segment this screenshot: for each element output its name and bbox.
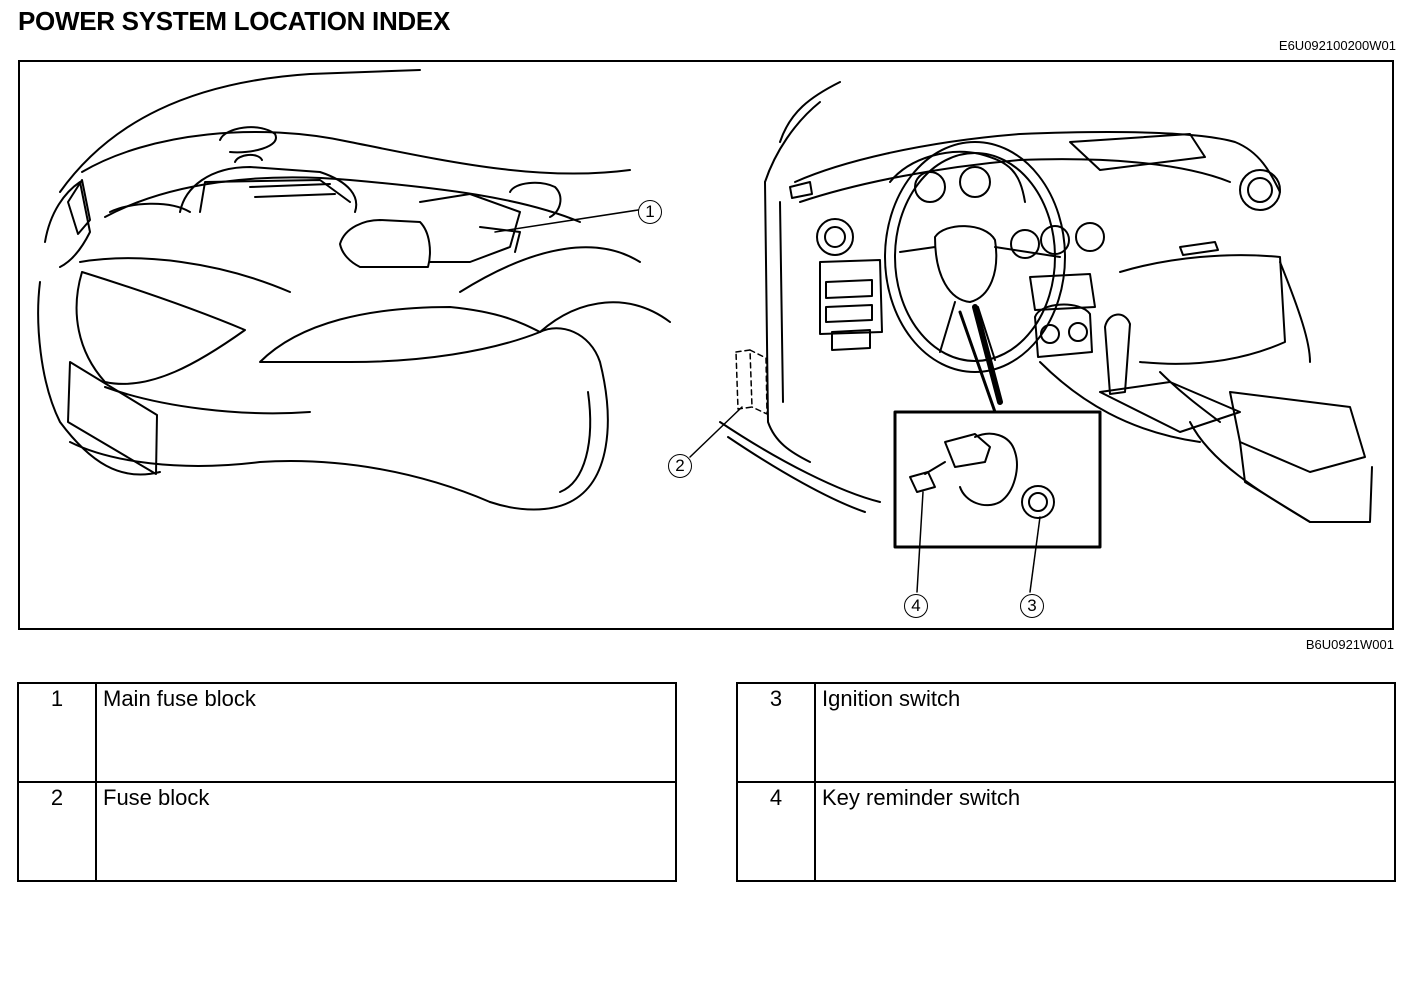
callout-1: 1 (638, 200, 662, 224)
callout-3: 3 (1020, 594, 1044, 618)
engine-bay-drawing (37, 69, 671, 511)
document-code: E6U092100200W01 (1278, 38, 1396, 53)
dashboard-drawing (689, 81, 1373, 593)
legend-name: Key reminder switch (814, 781, 1396, 882)
legend-number: 3 (736, 682, 816, 783)
location-figure: 1 2 3 4 (18, 60, 1394, 630)
table-row: 2 Fuse block (17, 781, 677, 882)
callout-4: 4 (904, 594, 928, 618)
page-title: POWER SYSTEM LOCATION INDEX (18, 6, 450, 36)
legend-table-left: 1 Main fuse block 2 Fuse block (17, 682, 677, 882)
legend-name: Main fuse block (95, 682, 677, 783)
legend-table-right: 3 Ignition switch 4 Key reminder switch (736, 682, 1396, 882)
legend-name: Ignition switch (814, 682, 1396, 783)
table-row: 1 Main fuse block (17, 682, 677, 783)
table-row: 3 Ignition switch (736, 682, 1396, 783)
table-row: 4 Key reminder switch (736, 781, 1396, 882)
line-drawing (37, 69, 1373, 593)
figure-code: B6U0921W001 (1305, 637, 1394, 652)
callout-2: 2 (668, 454, 692, 478)
legend-name: Fuse block (95, 781, 677, 882)
legend-number: 2 (17, 781, 97, 882)
legend-number: 4 (736, 781, 816, 882)
legend-number: 1 (17, 682, 97, 783)
